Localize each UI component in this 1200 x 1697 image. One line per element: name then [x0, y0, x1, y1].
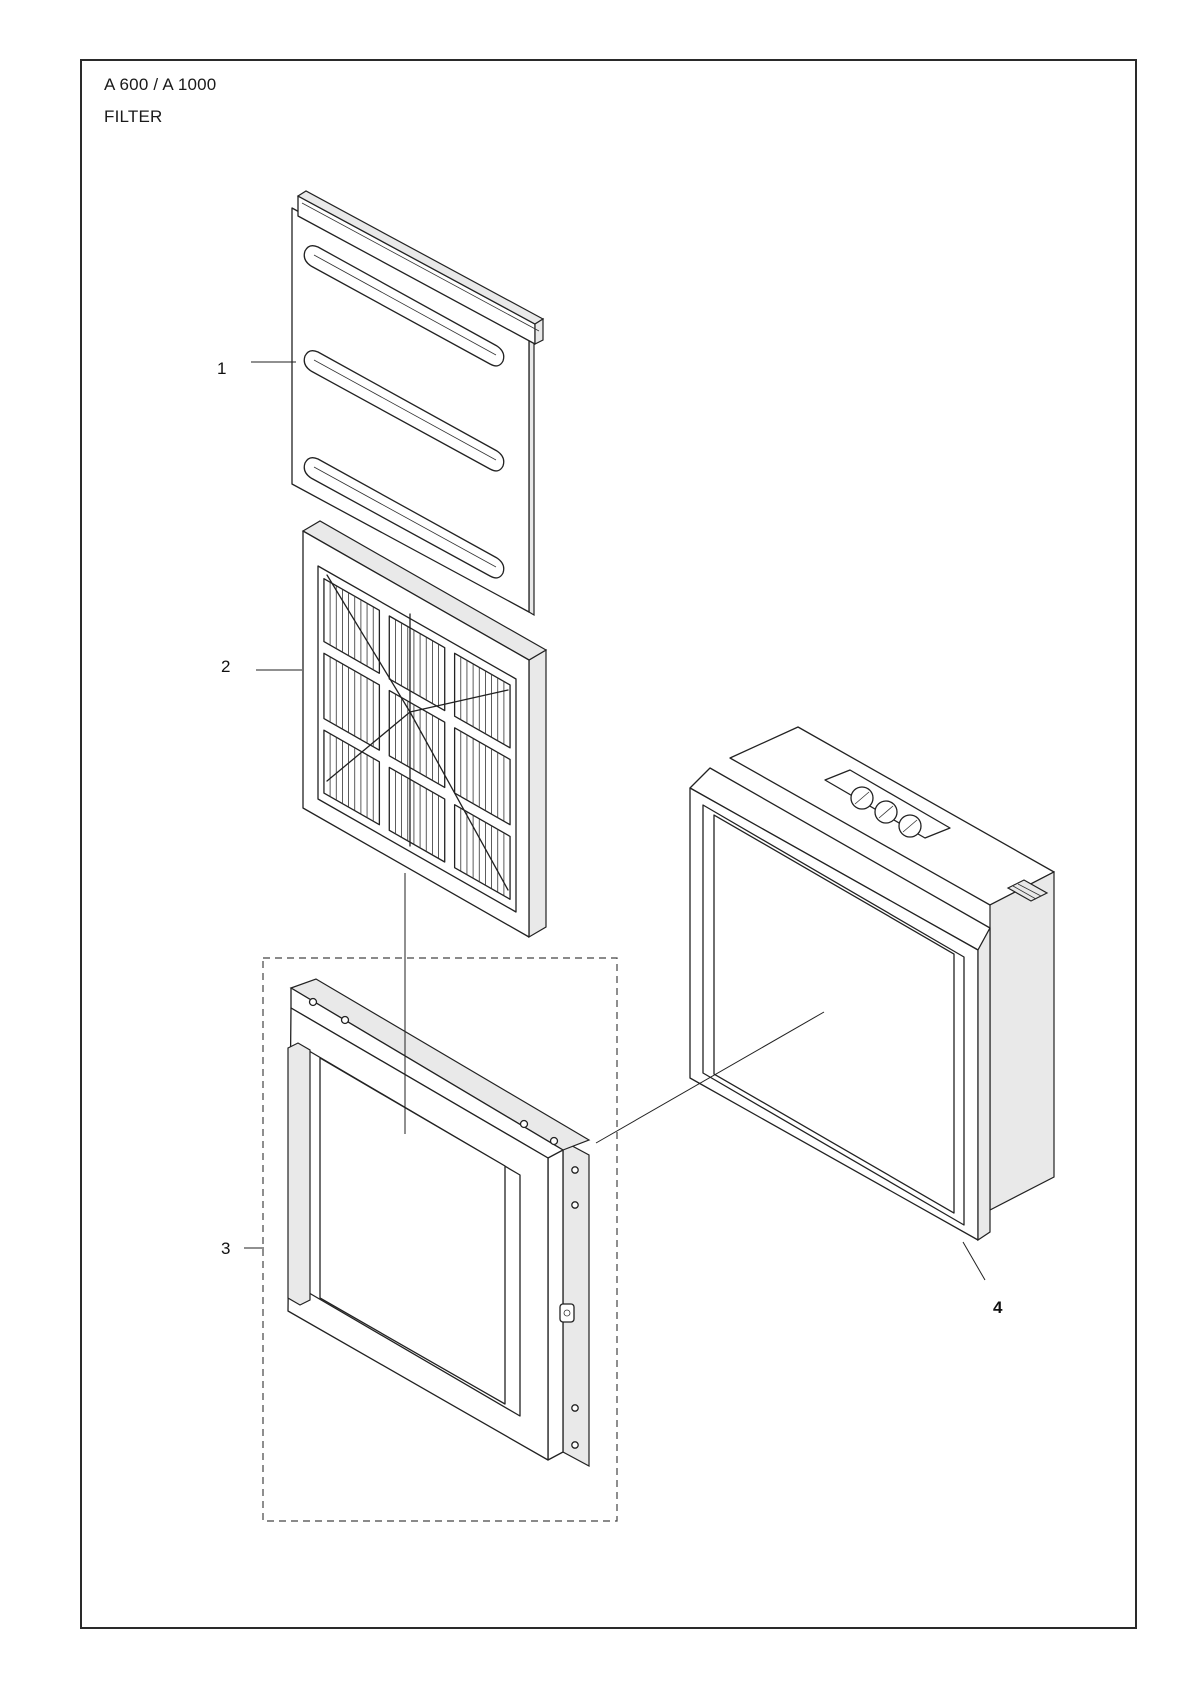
callout-number-1: 1	[217, 359, 226, 378]
pleat-cell	[323, 729, 381, 826]
callout-number-3: 3	[221, 1239, 230, 1258]
connector-line-3-4	[595, 1011, 825, 1144]
pleat-cells	[323, 578, 511, 900]
drawing-sheet-border	[80, 59, 1137, 1629]
callout-number-2: 2	[221, 657, 230, 676]
slot-row-top	[303, 245, 505, 367]
pleated-panel-filter-icon	[301, 520, 548, 939]
slot-row-middle	[303, 350, 505, 472]
assembly-dashed-boundary	[262, 957, 618, 1522]
slot-row-bottom	[303, 457, 505, 579]
pleat-cell	[453, 727, 511, 826]
pleat-cell	[453, 652, 511, 749]
callout-leader-4	[962, 1241, 986, 1281]
perforated-cover-plate-icon	[291, 190, 545, 617]
filter-housing-unit-icon	[689, 726, 1055, 1242]
callout-number-4: 4	[993, 1298, 1003, 1317]
section-title: FILTER	[104, 107, 163, 126]
filter-frame-assembly-icon	[287, 978, 591, 1468]
model-title: A 600 / A 1000	[104, 75, 217, 94]
